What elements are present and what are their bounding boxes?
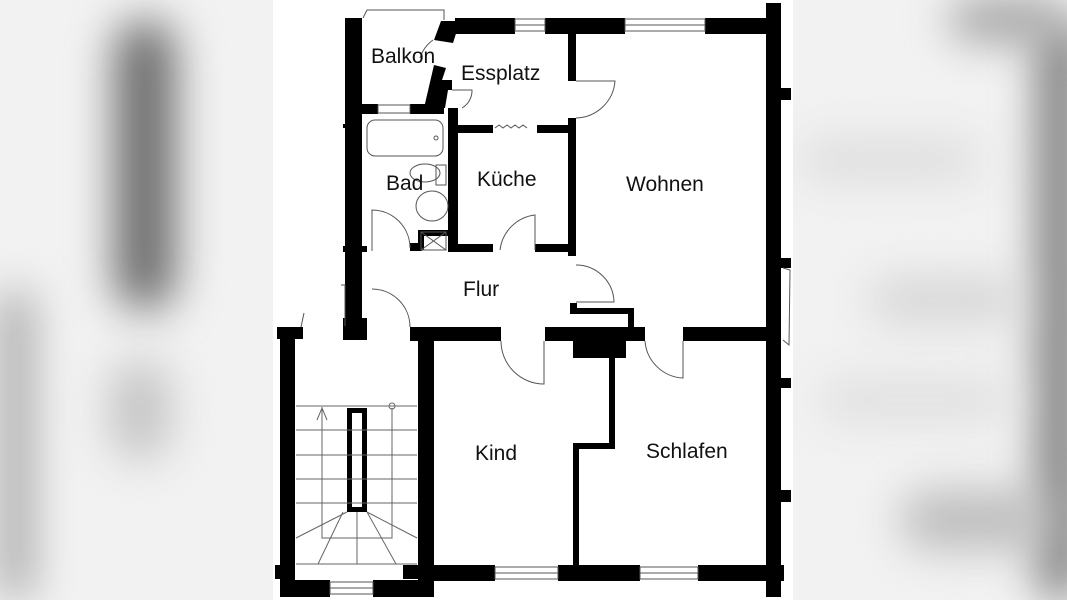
- room-label-essplatz: Essplatz: [461, 62, 541, 85]
- room-label-kind: Kind: [475, 442, 518, 465]
- windows: [329, 18, 706, 595]
- walls: [275, 3, 791, 597]
- blur-shape-right-1: [800, 140, 980, 180]
- room-label-wohnen: Wohnen: [626, 173, 704, 196]
- blur-shape-right-top: [950, 0, 1060, 40]
- floor-plan-drawing: [275, 3, 791, 597]
- room-label-kueche: Küche: [477, 168, 537, 191]
- blur-shape-right-bottom: [900, 490, 1050, 550]
- staircase: [295, 402, 418, 565]
- room-label-schlafen: Schlafen: [646, 440, 728, 463]
- blur-shape-right-2: [870, 280, 1020, 320]
- floor-plan: Balkon Essplatz Bad Küche Wohnen Flur Ki…: [273, 0, 793, 600]
- door-swings: [300, 9, 791, 385]
- room-label-flur: Flur: [463, 278, 500, 301]
- room-label-bad: Bad: [386, 172, 424, 195]
- bathroom-fixtures: [366, 119, 449, 251]
- blur-shape-left-bottom: [0, 290, 30, 600]
- blur-shape-left-bar: [115, 20, 175, 310]
- blur-shape-left-mid: [110, 360, 170, 460]
- room-label-balkon: Balkon: [371, 45, 436, 68]
- blur-shape-right-3: [820, 380, 1010, 420]
